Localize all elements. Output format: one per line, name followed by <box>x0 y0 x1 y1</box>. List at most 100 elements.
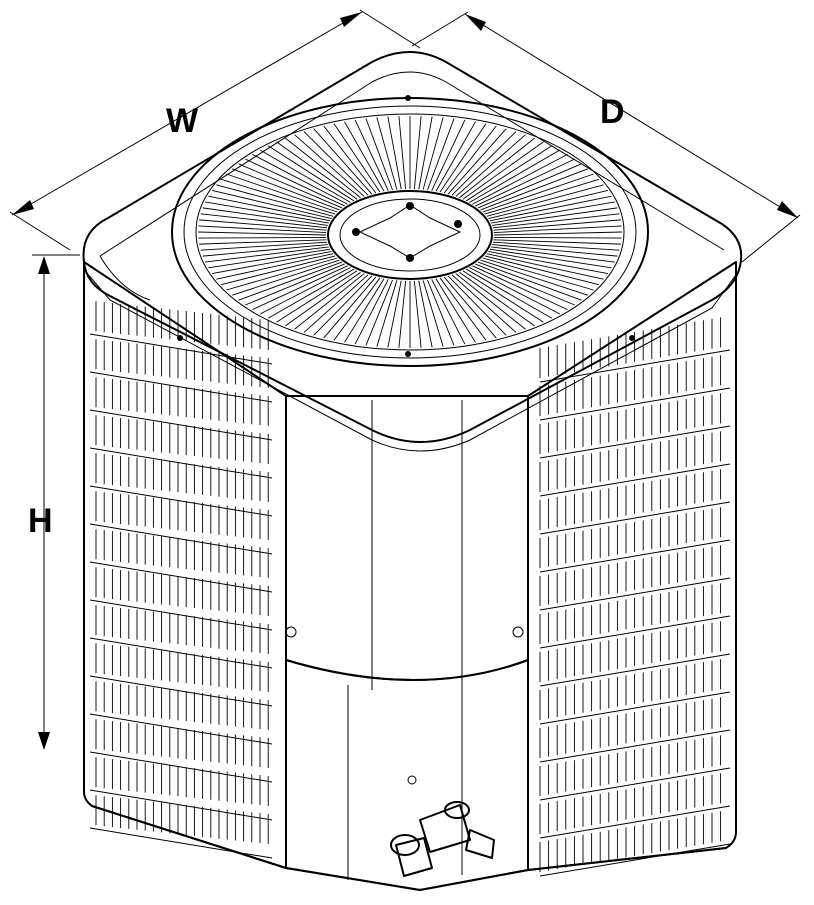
grille-fin <box>245 158 345 207</box>
grille-fin <box>354 119 389 191</box>
grille-fin <box>252 265 348 311</box>
grille-fin <box>422 280 444 347</box>
grille-fin <box>89 675 273 707</box>
grille-fin <box>365 279 393 346</box>
grille-fin <box>482 257 594 291</box>
grille-fin <box>200 241 328 251</box>
grille-fin <box>89 447 273 479</box>
grille-fin <box>398 280 407 348</box>
grille-fin <box>245 263 345 306</box>
grille-fin <box>443 125 497 194</box>
grille-fin <box>539 691 731 725</box>
grille-fin <box>313 275 373 336</box>
grille-fin <box>439 277 487 341</box>
grille-fin <box>376 117 398 190</box>
grille-fin <box>197 231 327 236</box>
depth-label: D <box>600 93 625 131</box>
grille-fin <box>267 145 355 202</box>
grille-fin <box>472 265 568 311</box>
grille-fin <box>220 255 336 286</box>
grille-fin <box>489 248 612 269</box>
grille-fin <box>488 189 609 219</box>
grille-fin <box>492 244 618 257</box>
grille-fin <box>455 134 526 197</box>
grille-fin <box>431 119 466 191</box>
grille-fin <box>488 251 609 275</box>
service-valves <box>390 775 495 877</box>
grille-fin <box>89 485 273 517</box>
grille-fin <box>443 276 497 339</box>
grille-fin <box>198 225 327 234</box>
grille-fin <box>285 137 361 199</box>
grille-fin <box>294 134 365 197</box>
top-cover <box>82 51 743 452</box>
grille-fin <box>89 751 273 783</box>
panel-screws <box>177 95 635 638</box>
grille-fin <box>202 244 328 257</box>
grille-fin <box>491 201 615 224</box>
grille-fin <box>89 827 273 859</box>
grille-fin <box>252 153 348 205</box>
grille-fin <box>208 195 331 222</box>
grille-fin <box>422 117 444 190</box>
grille-fin <box>89 789 273 821</box>
grille-fin <box>276 270 358 323</box>
grille-fin <box>427 279 455 346</box>
grille-fin <box>365 118 393 191</box>
right-coil-grille <box>539 317 731 877</box>
grille-fin <box>205 246 329 263</box>
grille-fin <box>451 131 517 196</box>
fan-guard <box>171 97 649 367</box>
grille-fin <box>89 523 273 555</box>
grille-fin <box>539 729 731 763</box>
grille-fin <box>492 207 618 226</box>
grille-fin <box>492 213 620 229</box>
width-label: W <box>166 102 199 140</box>
grille-fin <box>451 274 517 333</box>
grille-fin <box>435 278 476 343</box>
grille-fin <box>387 116 402 190</box>
grille-fin <box>465 268 553 319</box>
grille-fin <box>323 125 377 194</box>
grille-fin <box>199 219 327 231</box>
grille-fin <box>484 255 600 286</box>
grille-fin <box>211 251 332 275</box>
grille-fin <box>539 425 731 459</box>
grille-fin <box>475 158 575 207</box>
grille-fin <box>333 277 381 341</box>
grille-fin <box>493 236 622 239</box>
grille-fin <box>413 280 422 348</box>
grille-fin <box>89 333 273 365</box>
grille-fin <box>480 259 588 296</box>
grille-fin <box>89 599 273 631</box>
grille-fin <box>427 118 455 191</box>
grille-fin <box>208 248 331 269</box>
grille-fin <box>226 173 338 213</box>
grille-fin <box>413 116 422 190</box>
grille-fin <box>216 184 334 217</box>
grille-fin <box>477 163 582 209</box>
grille-fin <box>489 195 612 222</box>
grille-fin <box>539 539 731 573</box>
grille-fin <box>491 246 615 263</box>
grille-fin <box>459 137 535 199</box>
grille-fin <box>493 231 623 236</box>
grille-fin <box>220 178 336 215</box>
grille-fin <box>480 168 588 211</box>
grille-fin <box>89 371 273 403</box>
grille-fin <box>259 267 351 315</box>
grille-fin <box>486 253 604 280</box>
grille-fin <box>539 653 731 687</box>
grille-fin <box>323 276 377 339</box>
grille-fin <box>211 189 332 219</box>
grille-fin <box>447 128 507 195</box>
grille-fin <box>539 387 731 421</box>
grille-fin <box>198 236 327 239</box>
grille-fin <box>539 767 731 801</box>
grille-fin <box>539 843 731 877</box>
grille-fin <box>484 178 600 215</box>
grille-fin <box>482 173 594 213</box>
grille-fin <box>285 271 361 327</box>
grille-fin <box>539 463 731 497</box>
